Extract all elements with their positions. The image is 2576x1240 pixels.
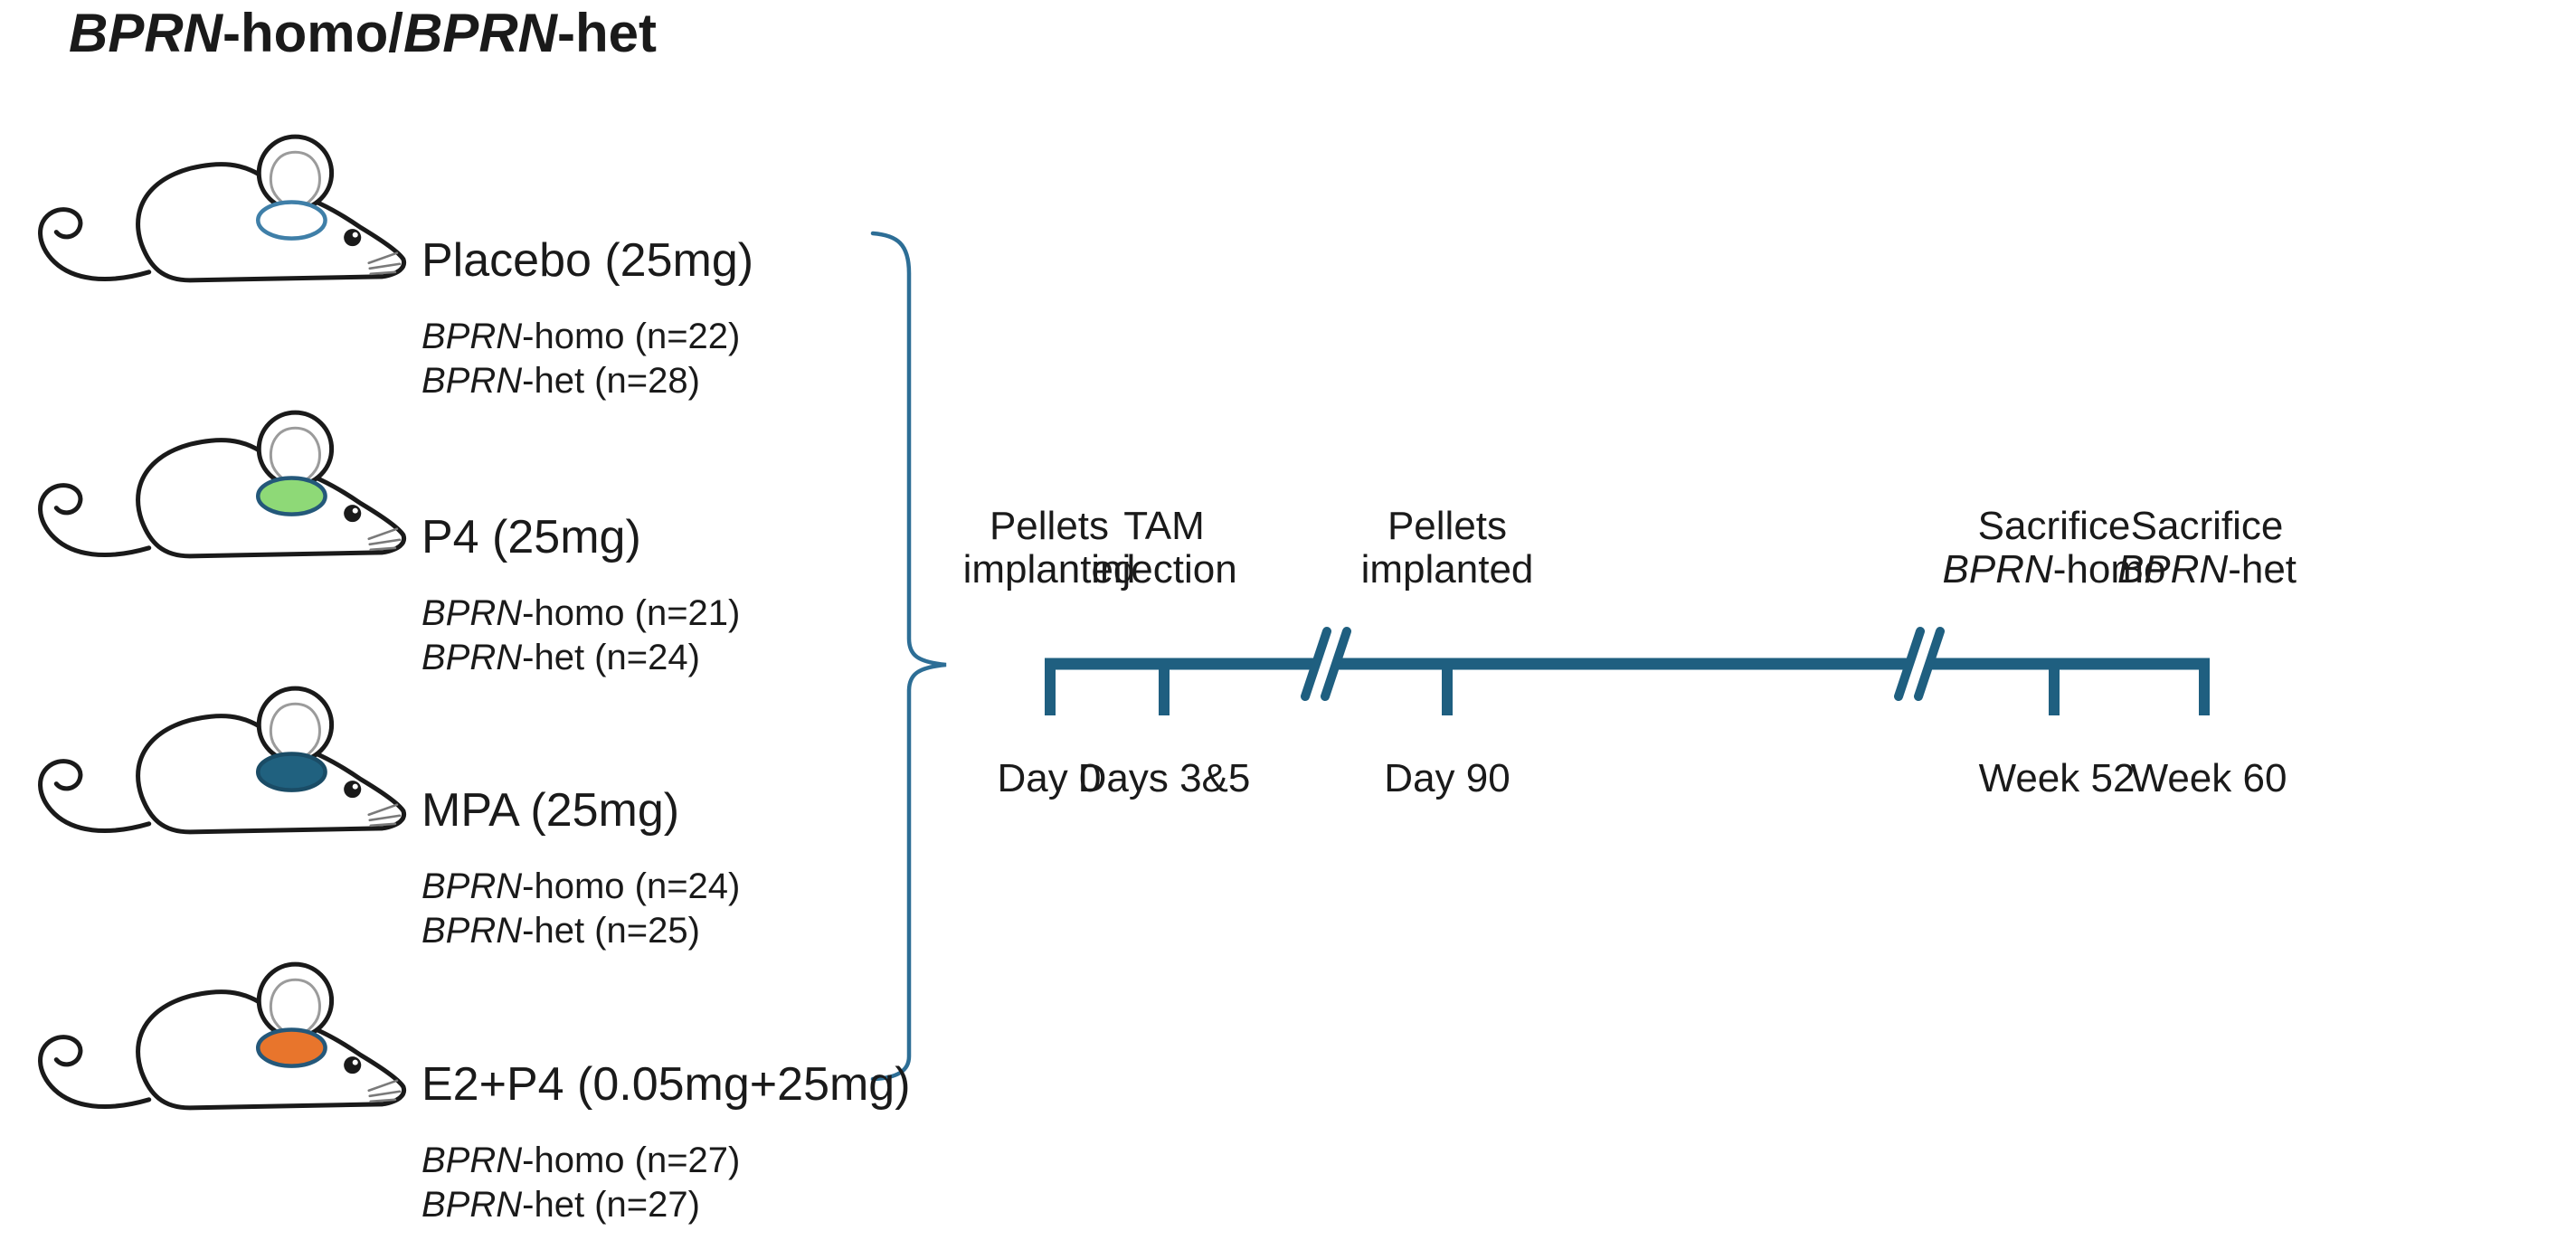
mouse-tail xyxy=(38,207,152,282)
cohort-count: -homo (n=22) xyxy=(522,317,741,356)
mouse-illustration xyxy=(38,134,407,283)
gene-name: BPRN xyxy=(421,361,523,401)
title-text: -homo/ xyxy=(223,3,403,63)
cohort-count: -homo (n=27) xyxy=(522,1141,741,1180)
timeline-event-label: Sacrifice BPRN-homo xyxy=(1943,505,2166,592)
mouse-tail xyxy=(38,1035,152,1110)
mouse-eye-shine xyxy=(352,507,358,514)
timeline-date-label: Day 0 xyxy=(997,756,1102,800)
event-line2: implanted xyxy=(1360,547,1534,592)
timeline-date-label: Week 52 xyxy=(1978,756,2136,800)
cohort-count: -het (n=25) xyxy=(522,911,700,951)
group-label: E2+P4 (0.05mg+25mg) xyxy=(421,1058,911,1111)
cohort-count: -het (n=28) xyxy=(522,361,700,401)
grouping-brace xyxy=(870,231,947,1082)
cohort-count: -homo (n=24) xyxy=(522,866,741,906)
group-label: Placebo (25mg) xyxy=(421,234,754,287)
timeline-break xyxy=(1301,627,1351,701)
cohort-count: -het (n=27) xyxy=(522,1185,700,1225)
mouse-eye xyxy=(344,1056,362,1074)
mouse-whiskers xyxy=(367,1079,402,1103)
treatment-group-placebo: Placebo (25mg) BPRN-homo (n=22) BPRN-het… xyxy=(421,235,753,403)
event-line1: Pellets xyxy=(1387,504,1508,548)
cohort-count: -het (n=24) xyxy=(522,638,700,677)
mouse-tail xyxy=(38,483,152,558)
timeline-date-label: Week 60 xyxy=(2130,756,2287,800)
treatment-group-p4: P4 (25mg) BPRN-homo (n=21) BPRN-het (n=2… xyxy=(421,512,740,680)
timeline-event-label: Sacrifice BPRN-het xyxy=(2117,505,2297,592)
mouse-eye xyxy=(344,229,362,247)
mouse-whiskers xyxy=(367,527,402,552)
treatment-group-mpa: MPA (25mg) BPRN-homo (n=24) BPRN-het (n=… xyxy=(421,785,740,953)
timeline-event-label: TAM injection xyxy=(1091,505,1236,592)
group-cohort-het: BPRN-het (n=27) xyxy=(421,1183,911,1227)
event-line1: Sacrifice xyxy=(1977,504,2131,548)
mouse-whiskers xyxy=(367,251,402,276)
event-line2: BPRN-het xyxy=(2117,547,2297,592)
gene-name: BPRN xyxy=(69,3,223,63)
event-line2: implanted xyxy=(962,547,1136,592)
group-cohort-het: BPRN-het (n=25) xyxy=(421,909,740,953)
mouse-eye xyxy=(344,781,362,799)
treatment-group-e2p4: E2+P4 (0.05mg+25mg) BPRN-homo (n=27) BPR… xyxy=(421,1059,911,1227)
group-cohort-het: BPRN-het (n=28) xyxy=(421,359,753,403)
timeline-break xyxy=(1894,627,1945,701)
mouse-eye-shine xyxy=(352,783,358,790)
group-label: P4 (25mg) xyxy=(421,511,641,563)
timeline-date-label: Day 90 xyxy=(1384,756,1511,800)
mouse-illustration xyxy=(38,410,407,559)
gene-name: BPRN xyxy=(421,638,523,677)
pellet-marker xyxy=(255,752,327,792)
group-label: MPA (25mg) xyxy=(421,784,680,837)
gene-name: BPRN xyxy=(421,1141,523,1180)
mouse-illustration xyxy=(38,961,407,1111)
event-line2: injection xyxy=(1091,547,1237,592)
mouse-eye-shine xyxy=(352,232,358,238)
gene-name: BPRN xyxy=(421,317,523,356)
gene-name: BPRN xyxy=(421,1185,523,1225)
timeline-event-label: Pellets implanted xyxy=(963,505,1136,592)
timeline-date-label: Days 3&5 xyxy=(1077,756,1251,800)
pellet-marker xyxy=(255,476,327,516)
pellet-marker xyxy=(255,200,327,241)
group-cohort-homo: BPRN-homo (n=21) xyxy=(421,592,740,636)
mouse-whiskers xyxy=(367,803,402,828)
group-cohort-homo: BPRN-homo (n=22) xyxy=(421,315,753,359)
mouse-eye-shine xyxy=(352,1059,358,1065)
group-cohort-homo: BPRN-homo (n=27) xyxy=(421,1139,911,1183)
mouse-illustration xyxy=(38,686,407,835)
event-line1: TAM xyxy=(1123,504,1205,548)
group-cohort-homo: BPRN-homo (n=24) xyxy=(421,865,740,909)
timeline-event-label: Pellets implanted xyxy=(1361,505,1534,592)
event-line2: BPRN-homo xyxy=(1942,547,2166,592)
mouse-tail xyxy=(38,759,152,834)
gene-name: BPRN xyxy=(421,866,523,906)
figure-title: BPRN-homo/BPRN-het xyxy=(69,2,657,64)
cohort-count: -homo (n=21) xyxy=(522,593,741,633)
title-text: -het xyxy=(556,3,657,63)
gene-name: BPRN xyxy=(402,3,557,63)
mouse-eye xyxy=(344,505,362,523)
event-line1: Sacrifice xyxy=(2130,504,2284,548)
group-cohort-het: BPRN-het (n=24) xyxy=(421,636,740,680)
event-line1: Pellets xyxy=(989,504,1110,548)
gene-name: BPRN xyxy=(421,593,523,633)
pellet-marker xyxy=(255,1027,327,1068)
gene-name: BPRN xyxy=(421,911,523,951)
